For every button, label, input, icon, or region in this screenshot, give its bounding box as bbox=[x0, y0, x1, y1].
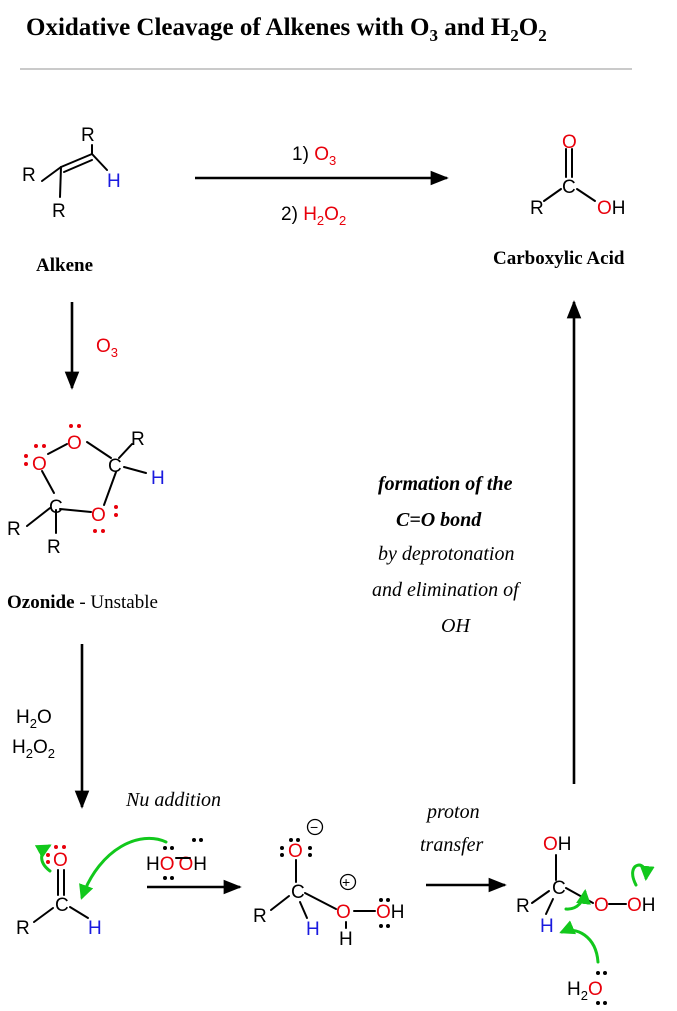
svg-text:C: C bbox=[49, 497, 63, 518]
proton-label: proton bbox=[425, 801, 480, 823]
svg-text:H: H bbox=[339, 929, 353, 950]
transfer-label: transfer bbox=[420, 834, 484, 856]
svg-text:R: R bbox=[47, 537, 61, 558]
overall-step1: 1) O3 bbox=[292, 144, 336, 168]
carboxylic-acid-structure: O C R OH bbox=[530, 132, 626, 219]
svg-text:R: R bbox=[253, 906, 267, 927]
svg-text:O: O bbox=[91, 505, 106, 526]
alkene-label: Alkene bbox=[36, 255, 93, 276]
svg-text:C: C bbox=[552, 878, 566, 899]
svg-text:O: O bbox=[562, 132, 577, 153]
svg-text:by deprotonation: by deprotonation bbox=[378, 543, 514, 565]
carboxylic-acid-label: Carboxylic Acid bbox=[493, 248, 625, 269]
svg-text:O: O bbox=[288, 841, 303, 862]
svg-text:C=O bond: C=O bond bbox=[396, 509, 482, 531]
svg-text:R: R bbox=[16, 918, 30, 939]
svg-text:C: C bbox=[108, 456, 122, 477]
svg-text:O: O bbox=[594, 895, 609, 916]
svg-text:H2O: H2O bbox=[567, 979, 603, 1003]
ozonide-structure: O O O C C R R R H bbox=[7, 424, 165, 558]
svg-text:OH: OH bbox=[376, 902, 405, 923]
hydrolysis-reagent-peroxide: H2O2 bbox=[12, 737, 55, 761]
explanation-text: formation of the C=O bond by deprotonati… bbox=[372, 473, 521, 637]
svg-text:formation of the: formation of the bbox=[378, 473, 513, 495]
svg-text:R: R bbox=[52, 201, 66, 222]
tetrahedral-intermediate: O − C R H O + H OH bbox=[253, 818, 405, 950]
svg-text:OH: OH bbox=[627, 895, 656, 916]
svg-text:H: H bbox=[107, 171, 121, 192]
water-molecule: H2O bbox=[567, 971, 607, 1005]
svg-text:C: C bbox=[55, 895, 69, 916]
svg-text:R: R bbox=[131, 429, 145, 450]
hydroperoxide-intermediate: OH C R H O OH bbox=[516, 834, 656, 964]
hydrolysis-reagent-water: H2O bbox=[16, 707, 52, 731]
svg-text:H: H bbox=[540, 916, 554, 937]
svg-text:OH: OH bbox=[597, 198, 626, 219]
svg-text:C: C bbox=[562, 177, 576, 198]
svg-text:H: H bbox=[306, 919, 320, 940]
svg-text:O: O bbox=[32, 454, 47, 475]
nu-addition-label: Nu addition bbox=[125, 789, 221, 811]
ozonide-label: Ozonide - Unstable bbox=[7, 592, 158, 613]
aldehyde-structure: O C R H bbox=[16, 844, 102, 939]
svg-text:O: O bbox=[336, 902, 351, 923]
svg-text:−: − bbox=[310, 819, 318, 835]
overall-step2: 2) H2O2 bbox=[281, 204, 346, 228]
svg-text:C: C bbox=[291, 882, 305, 903]
svg-text:R: R bbox=[530, 198, 544, 219]
svg-text:R: R bbox=[516, 896, 530, 917]
svg-text:O: O bbox=[53, 850, 68, 871]
ozonolysis-reagent: O3 bbox=[96, 336, 118, 360]
svg-text:O: O bbox=[67, 433, 82, 454]
svg-text:R: R bbox=[81, 125, 95, 146]
page-title: Oxidative Cleavage of Alkenes with O3 an… bbox=[26, 14, 547, 45]
svg-text:H: H bbox=[88, 918, 102, 939]
alkene-structure: R R R H bbox=[22, 125, 121, 222]
svg-text:H: H bbox=[151, 468, 165, 489]
svg-text:R: R bbox=[22, 165, 36, 186]
svg-text:OH: OH bbox=[543, 834, 572, 855]
svg-text:and elimination of: and elimination of bbox=[372, 579, 521, 601]
svg-text:+: + bbox=[342, 874, 350, 890]
svg-text:R: R bbox=[7, 519, 21, 540]
svg-text:OH: OH bbox=[441, 615, 471, 637]
